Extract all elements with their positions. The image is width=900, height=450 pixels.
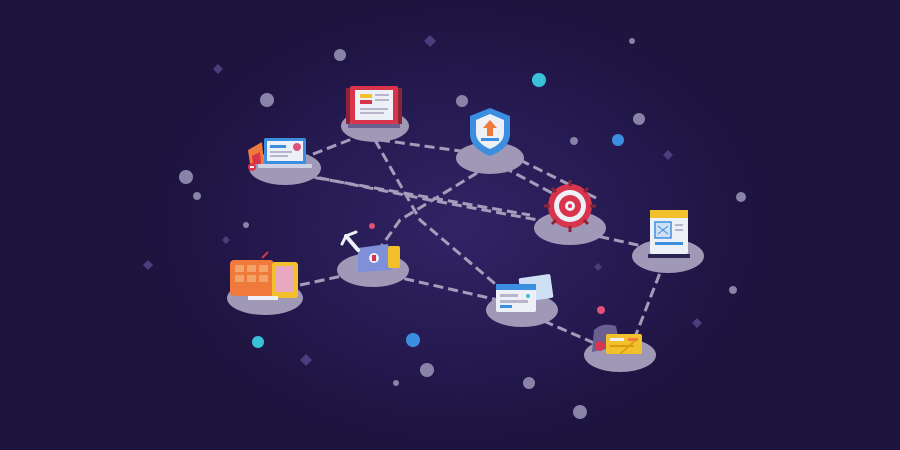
target-node — [534, 180, 606, 245]
target-icon — [544, 180, 596, 232]
cyan-dot — [532, 73, 546, 87]
link-laptop-target-b — [299, 173, 531, 217]
dot — [179, 170, 193, 184]
dot — [736, 192, 746, 202]
shield-upload-node — [456, 108, 524, 174]
dot — [420, 363, 434, 377]
background-glow — [130, 0, 790, 450]
sparkle — [222, 236, 230, 244]
dot — [243, 222, 249, 228]
laptop-node — [248, 138, 321, 185]
document-frame-node — [341, 86, 409, 142]
robot-arm-node — [337, 223, 409, 287]
platform — [456, 142, 524, 174]
dot — [573, 405, 587, 419]
sparkle — [692, 318, 702, 328]
dot — [193, 192, 201, 200]
link-document-browser — [373, 139, 521, 307]
sparkle — [213, 64, 223, 74]
link-shield-robot — [373, 163, 491, 256]
dot — [523, 377, 535, 389]
blue-dot — [406, 333, 420, 347]
pink-dot — [597, 306, 605, 314]
dot — [393, 380, 399, 386]
sparkle — [594, 263, 602, 271]
wallet-node — [584, 324, 656, 372]
tablet-icon — [230, 251, 298, 300]
sparkle — [663, 150, 673, 160]
server-cabinet-node — [632, 210, 704, 273]
background-dots — [179, 38, 746, 419]
dot — [729, 286, 737, 294]
dot — [570, 137, 578, 145]
dot — [456, 95, 468, 107]
sparkle — [424, 35, 436, 47]
link-tablet-robot — [299, 268, 371, 287]
cyan-dot — [252, 336, 264, 348]
tablet-node — [227, 251, 303, 315]
faint-sparkles — [143, 35, 702, 366]
shield-upload-icon — [470, 108, 510, 156]
server-icon — [648, 210, 690, 258]
document-icon — [346, 86, 402, 128]
wallet-icon — [592, 324, 642, 355]
laptop-icon — [248, 138, 312, 171]
sparkle — [300, 354, 312, 366]
robot-icon — [340, 223, 400, 272]
browser-card-node — [486, 274, 558, 327]
blue-dot — [612, 134, 624, 146]
dot — [629, 38, 635, 44]
dot — [633, 113, 645, 125]
dot — [260, 93, 274, 107]
sparkle — [143, 260, 153, 270]
dot — [334, 49, 346, 61]
accent-dots — [252, 73, 624, 348]
browser-icon — [496, 274, 554, 312]
